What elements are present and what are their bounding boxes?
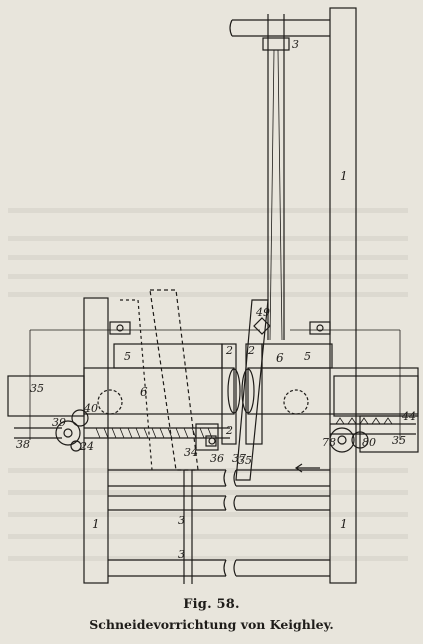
bracket-35-left: [7, 375, 85, 417]
part-36: [205, 435, 217, 447]
gear-40: [71, 409, 89, 427]
beam-end-right: [241, 368, 255, 414]
label-40: 40: [83, 402, 98, 415]
rack-teeth: [335, 417, 393, 425]
show-through-line: [8, 208, 408, 213]
rod-3-collar: [262, 37, 290, 51]
label-2-right: 2: [247, 344, 255, 357]
technical-drawing: 1 1 1 3 3 3 2 2 2 5 5 6 6 35 35 35 49 38…: [7, 7, 419, 584]
clamp-bolt-left: [116, 324, 124, 332]
beam-6-right: [247, 367, 419, 415]
label-44: 44: [401, 410, 416, 423]
show-through-line: [8, 534, 408, 539]
figure-number: Fig. 58.: [183, 597, 240, 612]
block-5-right: [261, 343, 333, 369]
label-78: 78: [322, 436, 336, 449]
label-35-left: 35: [30, 382, 44, 395]
label-80: 80: [362, 436, 376, 449]
label-35-center: 35: [238, 454, 252, 467]
frame-post-right: [329, 7, 357, 584]
rack-44: [330, 423, 416, 435]
rod-3-lower: [183, 470, 193, 584]
lower-rod-2-right: [233, 495, 330, 511]
clamp-right: [309, 321, 331, 335]
label-3-mid: 3: [178, 514, 185, 527]
hidden-gear-right: [283, 389, 309, 415]
lower-rod-1-right: [233, 469, 330, 487]
wire-drops: [29, 330, 401, 440]
label-49: 49: [255, 306, 270, 319]
figure-title: Schneidevorrichtung von Keighley.: [89, 617, 334, 632]
rod-break: [223, 469, 227, 487]
gear-78-hub: [337, 435, 347, 445]
show-through-line: [8, 490, 408, 495]
label-2-low: 2: [225, 424, 233, 437]
show-through-line: [8, 512, 408, 517]
crossbar-break: [229, 19, 233, 37]
rod-3-taper: [269, 49, 283, 341]
label-34: 34: [184, 446, 198, 459]
label-35-right: 35: [392, 434, 406, 447]
gear-78: [329, 427, 355, 453]
direction-arrow: [294, 463, 320, 473]
gear-24: [70, 440, 82, 452]
label-24: 24: [79, 440, 94, 453]
lower-rod-3-left: [108, 559, 226, 577]
tilted-arm-left: [149, 289, 199, 471]
label-37: 37: [232, 452, 246, 465]
pin-49-diamond: [253, 317, 271, 335]
part-36-bolt: [208, 437, 216, 445]
label-1-right: 1: [340, 169, 348, 183]
show-through-line: [8, 274, 408, 279]
gear-80: [351, 431, 369, 449]
label-1-left: 1: [92, 517, 100, 531]
label-1-right-low: 1: [340, 517, 348, 531]
lower-rod-3-right: [233, 559, 330, 577]
rod-break: [223, 495, 227, 511]
top-crossbar: [232, 19, 330, 37]
label-38: 38: [16, 438, 30, 451]
clamp-bolt-right: [316, 324, 324, 332]
show-through-line: [8, 556, 408, 561]
frame-post-left: [83, 297, 109, 584]
screw-thread: [95, 427, 213, 439]
screw-shaft-left: [14, 427, 62, 439]
label-6-right: 6: [276, 351, 284, 365]
lower-rod-2-left: [108, 495, 226, 511]
label-2-left: 2: [225, 344, 233, 357]
lower-rod-1-left: [108, 469, 226, 487]
label-39: 39: [52, 416, 66, 429]
label-3-low: 3: [178, 548, 185, 561]
show-through-line: [8, 292, 408, 297]
label-36: 36: [210, 452, 224, 465]
tilted-arm-right: [235, 299, 269, 481]
gear-39-hub: [63, 428, 73, 438]
label-5-left: 5: [124, 350, 131, 363]
hidden-gear-left: [97, 389, 123, 415]
rod-break: [223, 559, 227, 577]
clamp-left: [109, 321, 131, 335]
label-5-right: 5: [304, 350, 311, 363]
gear-39: [55, 420, 81, 446]
label-3-top: 3: [292, 38, 299, 51]
show-through-line: [8, 236, 408, 241]
blade-2-left: [221, 343, 237, 445]
blade-2-right: [245, 343, 263, 445]
show-through-line: [8, 255, 408, 260]
dashed-guide: [120, 299, 153, 471]
part-34: [195, 423, 219, 451]
beam-end-left: [227, 368, 241, 414]
rod-3-upper: [267, 14, 285, 340]
label-6-left: 6: [140, 385, 148, 399]
